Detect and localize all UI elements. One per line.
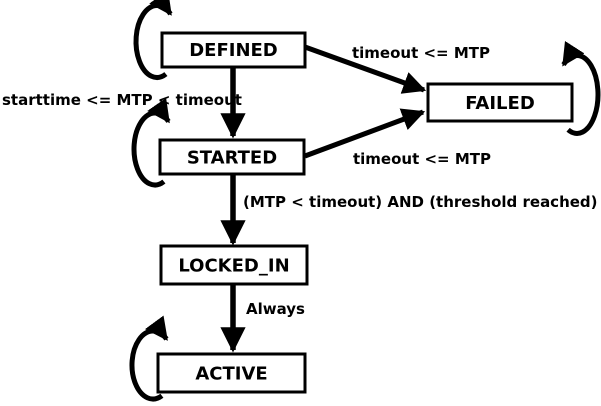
self-loop-defined: [133, 0, 173, 80]
label-starttime-condition: starttime <= MTP < timeout: [2, 91, 242, 109]
state-active: ACTIVE: [156, 352, 307, 394]
state-failed-box: [426, 82, 574, 123]
state-locked-in-box: [159, 244, 309, 286]
state-started: STARTED: [158, 138, 306, 176]
state-defined-box: [160, 31, 307, 69]
self-loop-started: [131, 97, 171, 188]
self-loop-active: [129, 315, 169, 402]
edge-defined-to-failed: [304, 44, 427, 94]
state-locked-in: LOCKED_IN: [159, 244, 309, 286]
state-defined: DEFINED: [160, 31, 307, 69]
edge-started-to-failed: [304, 108, 426, 159]
state-defined-label: DEFINED: [189, 40, 278, 61]
state-started-box: [158, 138, 306, 176]
state-locked-in-label: LOCKED_IN: [178, 256, 289, 277]
self-loop-failed: [561, 40, 601, 136]
label-timeout-started-failed: timeout <= MTP: [353, 150, 491, 168]
label-threshold-condition: (MTP < timeout) AND (threshold reached): [243, 193, 598, 211]
label-timeout-defined-failed: timeout <= MTP: [352, 44, 490, 62]
state-started-label: STARTED: [187, 148, 277, 169]
state-failed: FAILED: [426, 82, 574, 123]
state-active-box: [156, 352, 307, 394]
label-always: Always: [246, 300, 305, 318]
state-failed-label: FAILED: [465, 93, 535, 114]
state-active-label: ACTIVE: [195, 364, 267, 385]
